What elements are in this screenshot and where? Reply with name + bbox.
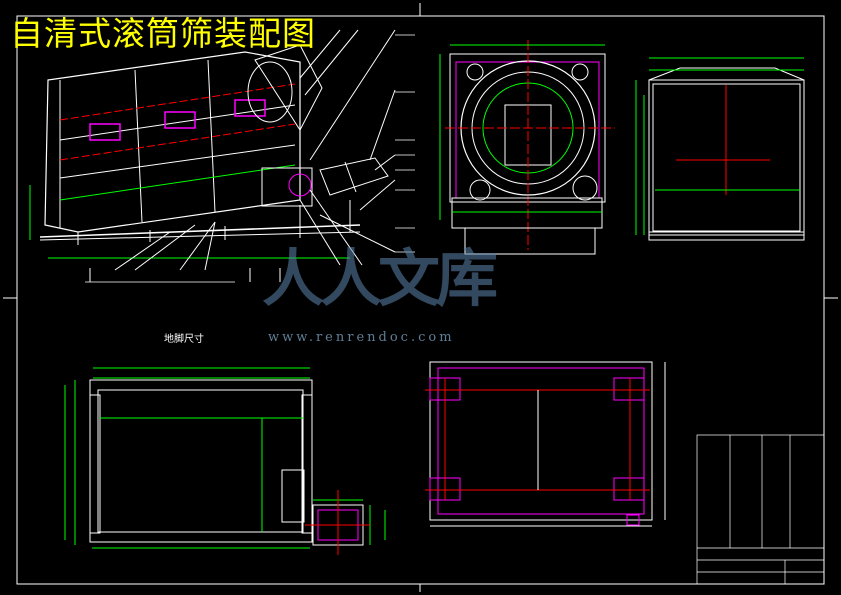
motor (319, 157, 389, 196)
drive-unit (261, 167, 313, 207)
screen-window (164, 111, 196, 129)
drawing-title: 自清式滚筒筛装配图 (10, 14, 316, 53)
base-plan (425, 361, 666, 527)
top-view (635, 57, 805, 241)
screen-window (234, 99, 266, 117)
front-view (29, 29, 415, 283)
title-block (696, 434, 825, 585)
foundation-dimension-label: 地脚尺寸 (164, 334, 204, 345)
sheet-border (3, 3, 838, 592)
screen-window (89, 123, 121, 141)
foundation-plan (64, 367, 386, 555)
watermark-logo: 人人文库 (262, 242, 498, 315)
feed-hopper (254, 44, 323, 131)
watermark-url: www.renrendoc.com (268, 330, 455, 345)
end-view (439, 40, 615, 255)
